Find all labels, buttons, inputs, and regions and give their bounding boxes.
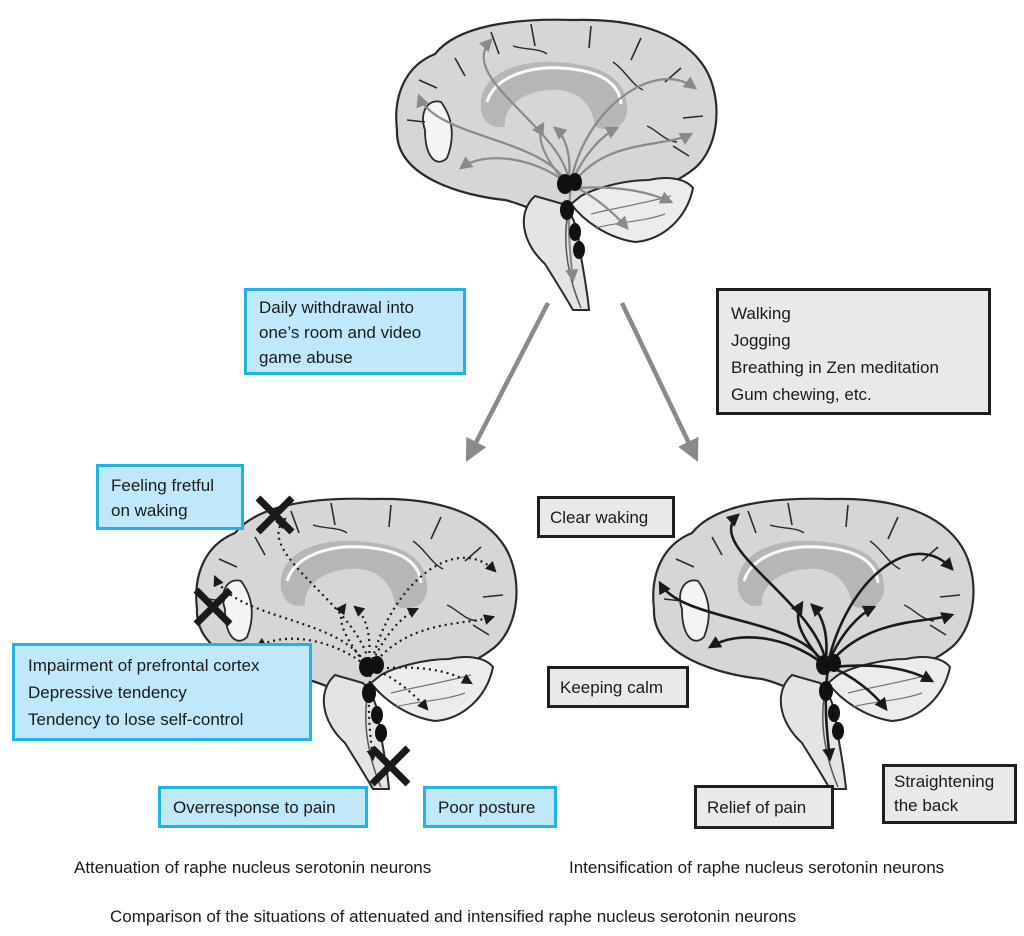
overresponse-box: Overresponse to pain xyxy=(158,786,368,828)
straightening-line: the back xyxy=(894,796,959,815)
impairment-line: Depressive tendency xyxy=(28,683,187,702)
brain-intensified xyxy=(651,497,975,791)
relief-of-pain-box: Relief of pain xyxy=(694,785,834,829)
straightening-line: Straightening xyxy=(894,772,995,791)
raphe-nucleus-neuron-icon xyxy=(816,654,844,740)
x-mark-icon xyxy=(255,495,295,535)
left-trigger-line: Daily withdrawal into xyxy=(259,298,414,317)
clear-waking-label: Clear waking xyxy=(550,508,649,527)
straightening-box: Straightening the back xyxy=(882,764,1017,824)
overresponse-label: Overresponse to pain xyxy=(173,798,336,817)
right-trigger-line: Gum chewing, etc. xyxy=(731,385,872,404)
left-trigger-box: Daily withdrawal into one’s room and vid… xyxy=(244,288,466,375)
right-trigger-line: Breathing in Zen meditation xyxy=(731,358,939,377)
brain-midsagittal-icon xyxy=(394,18,718,312)
brain-top xyxy=(394,18,718,312)
serotonin-projection-arrows-solid xyxy=(658,513,955,762)
brain-midsagittal-icon xyxy=(651,497,975,791)
keeping-calm-label: Keeping calm xyxy=(560,678,664,697)
right-trigger-line: Walking xyxy=(731,304,791,323)
arrow-to-attenuated xyxy=(465,301,550,462)
impairment-line: Impairment of prefrontal cortex xyxy=(28,656,260,675)
x-mark-icon xyxy=(369,745,411,787)
relief-of-pain-label: Relief of pain xyxy=(707,798,807,817)
left-trigger-line: one’s room and video xyxy=(259,323,422,342)
impairment-line: Tendency to lose self-control xyxy=(28,710,244,729)
keeping-calm-box: Keeping calm xyxy=(547,666,689,708)
feeling-fretful-line: on waking xyxy=(111,501,188,520)
impairments-box: Impairment of prefrontal cortex Depressi… xyxy=(12,643,312,741)
left-trigger-line: game abuse xyxy=(259,348,353,367)
feeling-fretful-box: Feeling fretful on waking xyxy=(96,464,244,530)
feeling-fretful-line: Feeling fretful xyxy=(111,476,214,495)
right-trigger-line: Jogging xyxy=(731,331,791,350)
figure-caption: Comparison of the situations of attenuat… xyxy=(110,907,797,926)
arrow-to-intensified xyxy=(619,302,699,463)
raphe-nucleus-neuron-icon xyxy=(557,173,585,259)
right-trigger-box: Walking Jogging Breathing in Zen meditat… xyxy=(716,288,991,415)
poor-posture-label: Poor posture xyxy=(438,798,536,817)
x-mark-icon xyxy=(193,587,233,627)
left-caption: Attenuation of raphe nucleus serotonin n… xyxy=(74,858,432,877)
right-caption: Intensification of raphe nucleus seroton… xyxy=(569,858,945,877)
clear-waking-box: Clear waking xyxy=(537,496,675,538)
poor-posture-box: Poor posture xyxy=(423,786,557,828)
raphe-nucleus-neuron-icon xyxy=(359,656,387,742)
